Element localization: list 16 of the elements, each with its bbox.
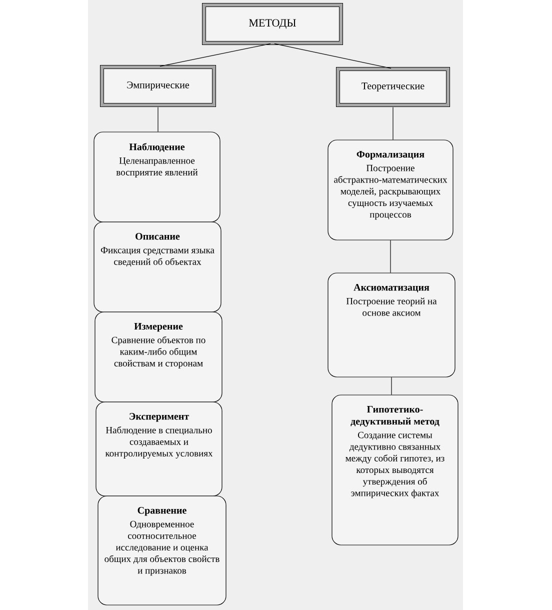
method-box: Наблюдение Целенаправленное восприятие явлений bbox=[94, 132, 220, 222]
heading-box: МЕТОДЫ bbox=[202, 3, 343, 45]
heading-box: Теоретические bbox=[336, 67, 450, 107]
connector-line bbox=[160, 43, 271, 67]
method-box: Аксиоматизация Построение теорий на основе аксиом bbox=[328, 272, 456, 378]
method-box: Измерение Сравнение объектов по каким-либо общим свойствам и сторонам bbox=[94, 312, 222, 402]
connector-line bbox=[390, 240, 391, 273]
connector-line bbox=[274, 43, 392, 69]
method-box: Гипотетико-дедуктивный метод Создание системы дедуктивно связанных между собой гипотез, из которых выводятся утверждения об эмпирических фактах bbox=[332, 394, 458, 546]
method-box: Описание Фиксация средствами языка сведений об объектах bbox=[94, 222, 222, 312]
heading-box: Эмпирические bbox=[100, 65, 216, 107]
method-box: Формализация Построение абстрактно-математических моделей, раскрывающих сущность изучаемых процессов bbox=[328, 140, 454, 240]
connector-line bbox=[392, 106, 394, 140]
connector-line bbox=[391, 377, 392, 395]
method-box: Сравнение Одновременное соотносительное исследование и оценка общих для объектов свойств и признаков bbox=[98, 496, 226, 606]
method-box: Эксперимент Наблюдение в специально создаваемых и контролируемых условиях bbox=[96, 402, 222, 496]
